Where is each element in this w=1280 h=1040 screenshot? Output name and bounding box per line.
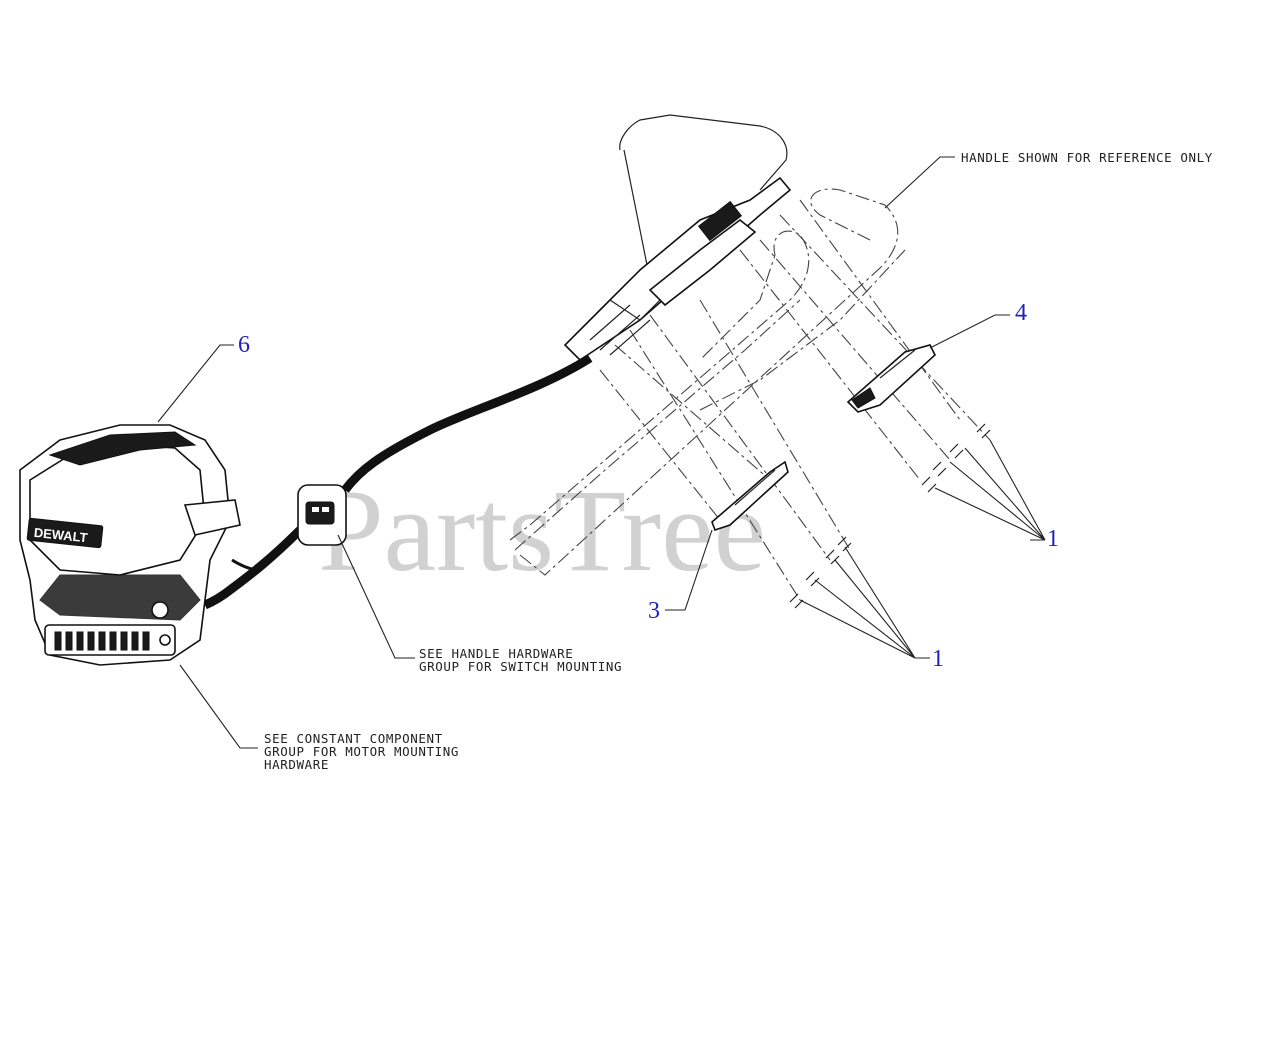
reference-handle (509, 188, 906, 576)
note-constant-component-2: GROUP FOR MOTOR MOUNTING (264, 744, 459, 759)
wire-harness (203, 354, 593, 610)
callout-pins-upper: 1 (1047, 526, 1059, 552)
bracket-lower (711, 460, 789, 532)
note-handle-hardware-2: GROUP FOR SWITCH MOUNTING (419, 659, 622, 674)
motor-assembly: DEWALT (19, 424, 241, 666)
callout-motor: 6 (238, 332, 250, 358)
watermark-text: PartsTree (318, 465, 766, 596)
note-handle-reference: HANDLE SHOWN FOR REFERENCE ONLY (961, 150, 1213, 165)
leader-lines (157, 156, 1046, 749)
brand-label: DEWALT (33, 525, 88, 546)
bracket-upper (846, 344, 936, 413)
handle-bar-control (563, 114, 792, 362)
note-constant-component-3: HARDWARE (264, 757, 329, 772)
callout-bracket-upper: 4 (1015, 300, 1027, 326)
note-constant-component-1: SEE CONSTANT COMPONENT (264, 731, 443, 746)
switch-connector (297, 484, 347, 546)
pins-upper (921, 423, 991, 493)
assembly-lines (599, 199, 991, 601)
callout-bracket-lower: 3 (648, 598, 660, 624)
callout-pins-lower: 1 (932, 646, 944, 672)
note-handle-hardware-1: SEE HANDLE HARDWARE (419, 646, 573, 661)
vent-slots (54, 631, 150, 651)
